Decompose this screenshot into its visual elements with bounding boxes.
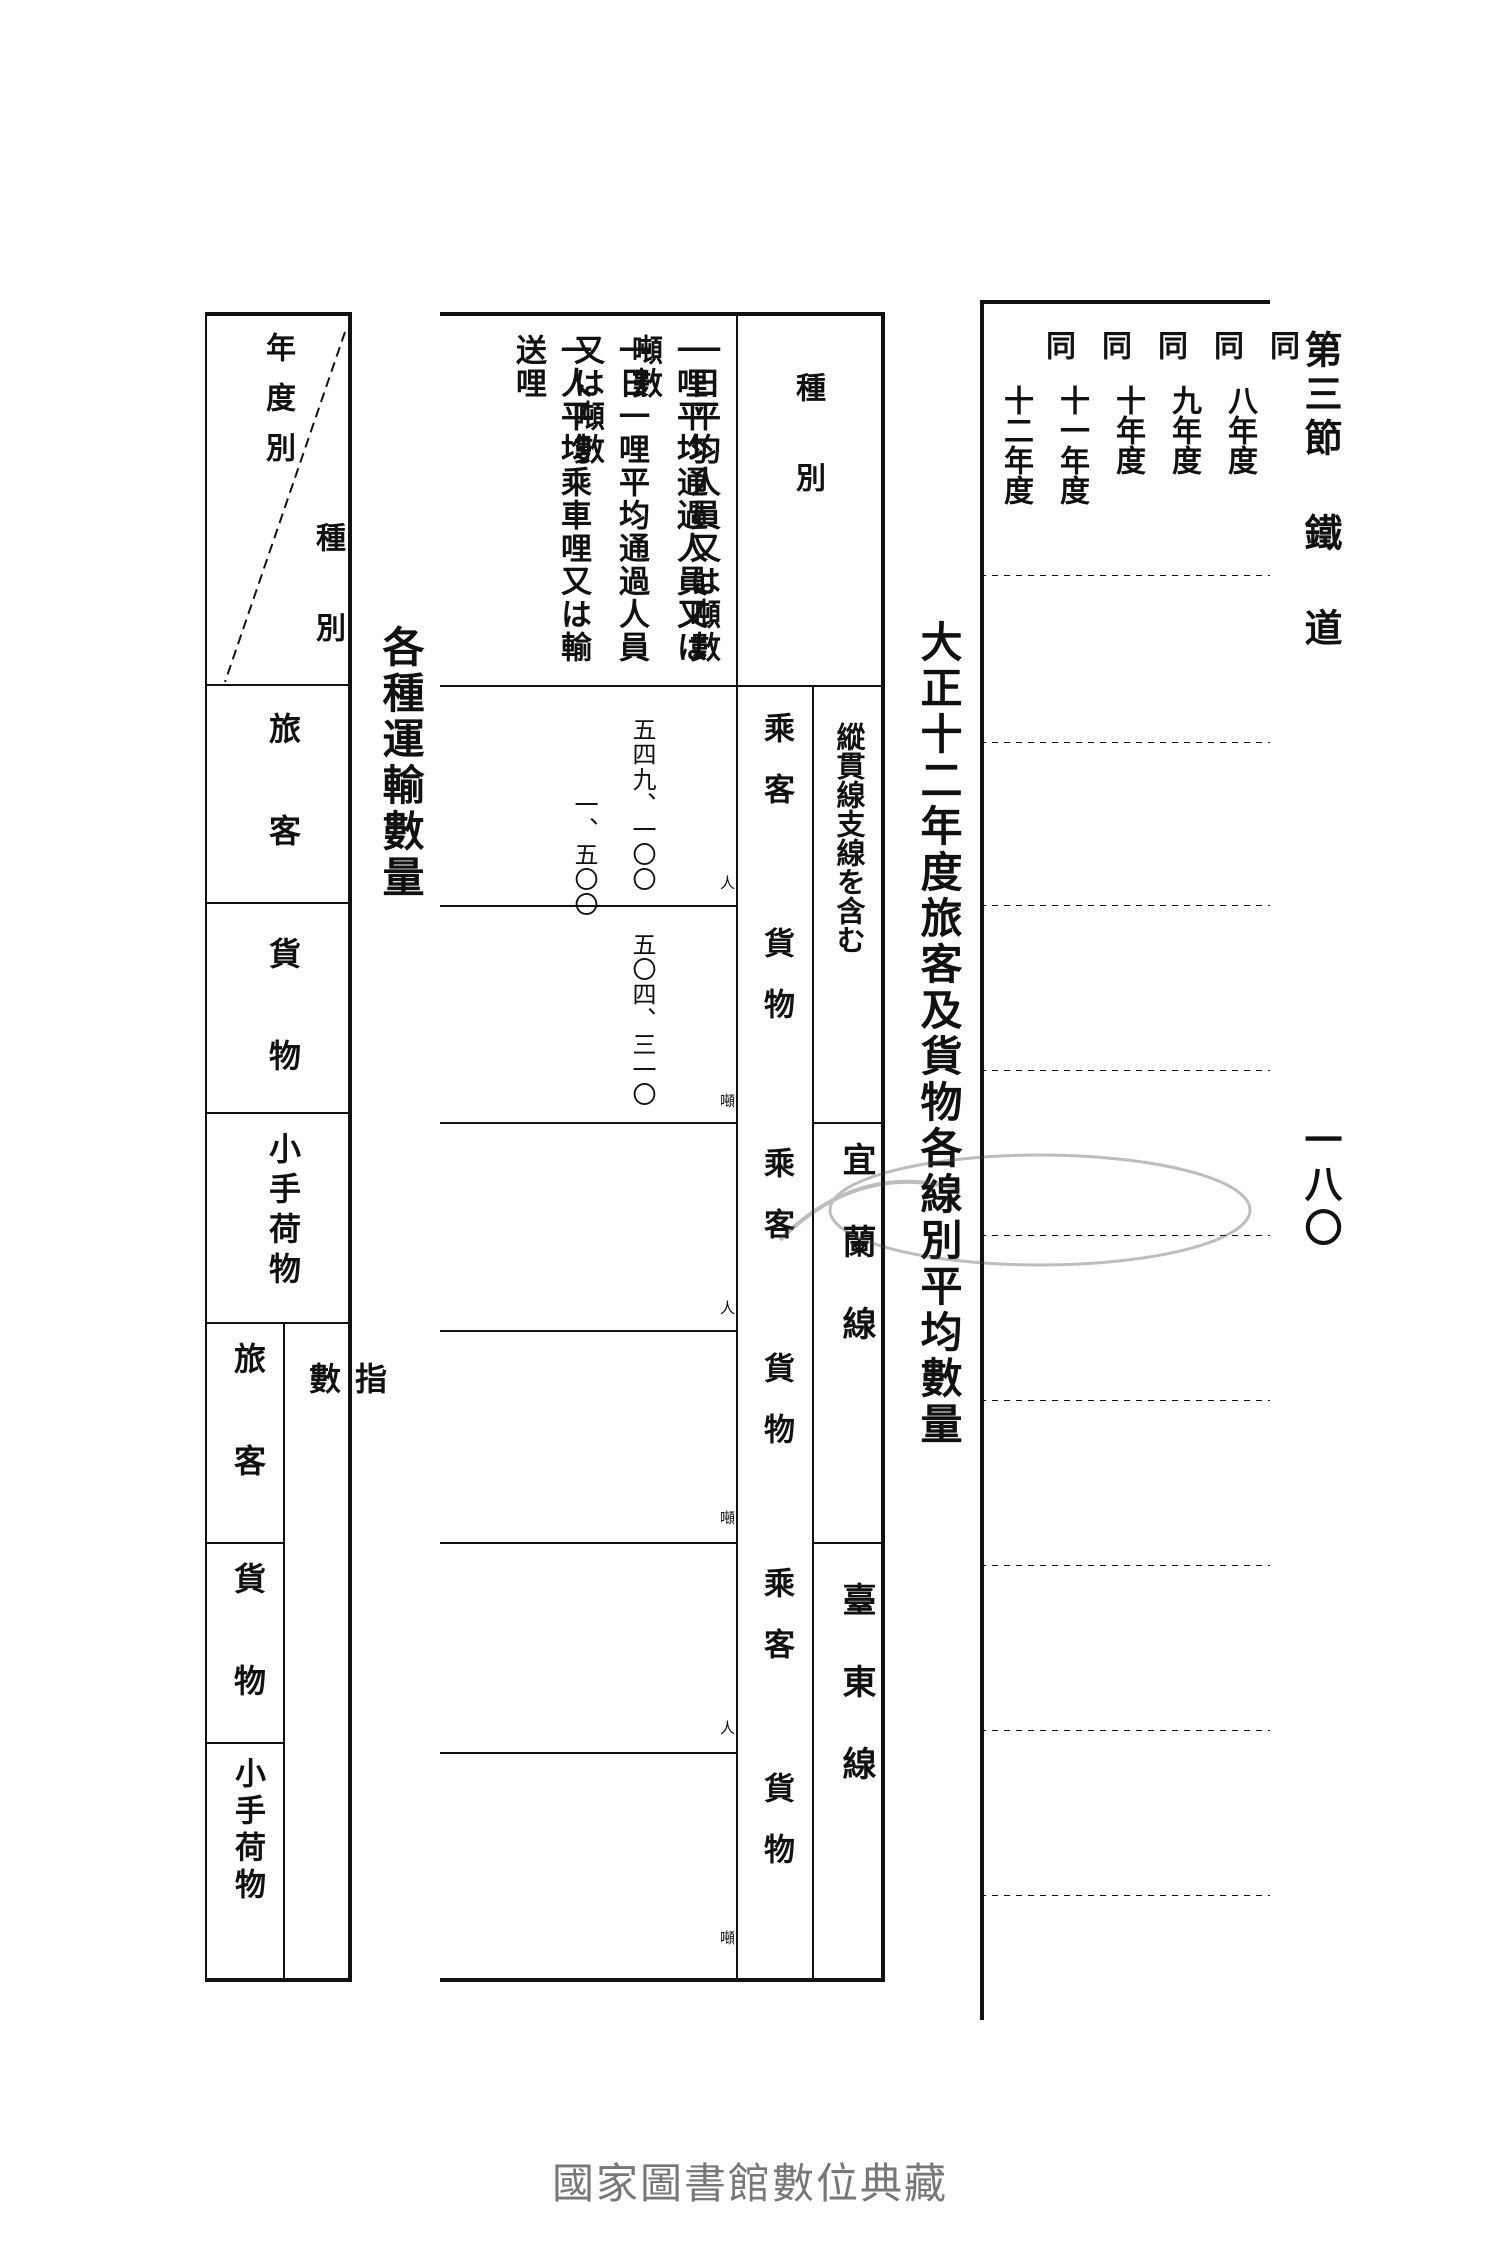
- transport-table: 年度別 種別 旅客 貨物 小手荷物 指數 旅客 貨物 小手荷物: [205, 312, 388, 1982]
- top-table: 同八年度 同九年度 同十年度 同十一年度 同十二年度: [980, 300, 1299, 2020]
- value-cell: 一、五〇〇: [570, 792, 598, 917]
- line-name-taito: 臺東線: [836, 1582, 876, 1828]
- row-label-year10: 同十年度: [1110, 330, 1187, 475]
- index-freight: 貨物: [229, 1562, 267, 1766]
- unit-5: 人: [720, 1719, 736, 1737]
- index-label: 指數: [304, 1362, 388, 1724]
- footer-caption: 國家圖書館數位典藏: [551, 2159, 948, 2208]
- col-label-3: 乘客: [758, 1147, 794, 1269]
- section-heading: 第三節 鐵 道: [1298, 330, 1343, 652]
- corner-diagonal: [224, 331, 346, 683]
- page-number: 一八〇: [1298, 1120, 1343, 1252]
- left-table-title: 各種運輸數量: [376, 625, 425, 901]
- col-freight: 貨物: [264, 937, 302, 1141]
- col-label-2: 貨物: [758, 927, 794, 1049]
- col-passenger: 旅客: [264, 712, 302, 916]
- row-label-year9: 同九年度: [1166, 330, 1243, 475]
- watermark-logo: [740, 1120, 1260, 1280]
- row-label-year11: 同十一年度: [1054, 330, 1131, 505]
- row-label-1: 一日平均人員又は噸數: [684, 334, 720, 664]
- corner-year-label: 年度別: [260, 332, 295, 482]
- line-name-giran: 宜蘭線: [836, 1142, 876, 1388]
- col-parcel: 小手荷物: [264, 1132, 302, 1292]
- col-label-4: 貨物: [758, 1352, 794, 1474]
- row-label-year12: 同十二年度: [998, 330, 1075, 505]
- row-label-3: 一日一哩平均通過人員又は噸數: [568, 334, 649, 664]
- line-table: 種 別 一日平均人員又は噸數 一哩平均通過人員又は噸數 一日一哩平均通過人員又は…: [440, 312, 885, 1982]
- unit-1: 人: [720, 874, 736, 892]
- col-label-5: 乘客: [758, 1567, 794, 1689]
- index-parcel: 小手荷物: [229, 1757, 265, 1905]
- index-passenger: 旅客: [229, 1342, 267, 1546]
- kind-header: 種 別: [790, 372, 825, 492]
- row-label-2: 一哩平均通過人員又は噸數: [626, 334, 707, 664]
- unit-6: 噸: [720, 1929, 736, 1947]
- col-label-6: 貨物: [758, 1772, 794, 1894]
- line-name-jukan: 縱貫線支線を含む: [832, 722, 866, 954]
- row-label-4: 一人平均乘車哩又は輸送哩: [510, 334, 591, 664]
- value-cell: 五四九、一〇〇: [628, 717, 656, 892]
- unit-4: 噸: [720, 1509, 736, 1527]
- unit-2: 噸: [720, 1092, 736, 1110]
- unit-3: 人: [720, 1299, 736, 1317]
- row-label-year8: 同八年度: [1222, 330, 1299, 475]
- corner-kind-label: 種別: [310, 522, 345, 702]
- middle-table-title: 大正十二年度旅客及貨物各線別平均數量: [914, 620, 963, 1448]
- col-label-1: 乘客: [758, 712, 794, 834]
- value-cell: 五〇四、三一〇: [628, 932, 656, 1107]
